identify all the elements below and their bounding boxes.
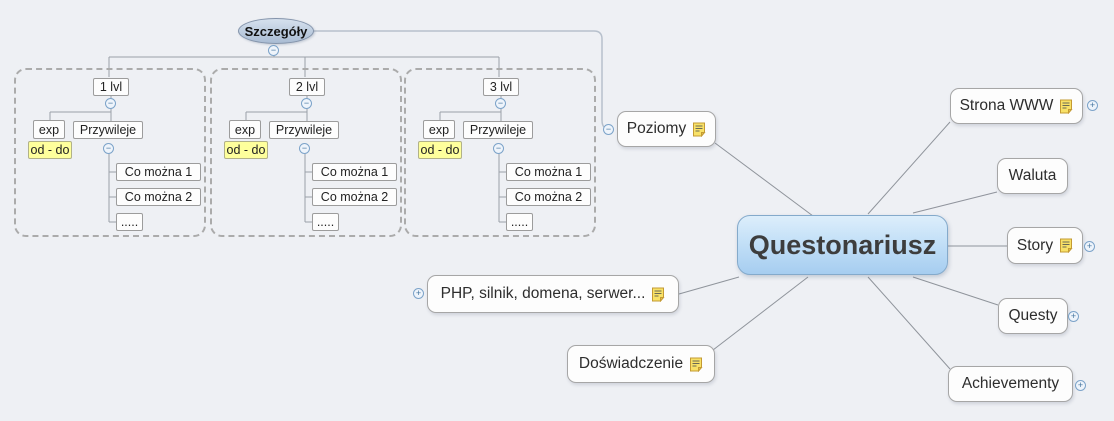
privilege-item[interactable]: .....	[116, 213, 143, 231]
privileges-collapse-toggle[interactable]: −	[493, 143, 504, 154]
szczegoly-collapse-toggle[interactable]: −	[268, 45, 279, 56]
minus-icon: −	[495, 143, 502, 153]
waluta-node[interactable]: Waluta	[997, 158, 1068, 194]
level-collapse-toggle[interactable]: −	[105, 98, 116, 109]
questy-expand-toggle[interactable]: +	[1068, 311, 1079, 322]
level-title-node[interactable]: 1 lvl	[93, 78, 129, 96]
privilege-item[interactable]: .....	[312, 213, 339, 231]
privileges-node[interactable]: Przywileje	[269, 121, 339, 139]
privilege-item[interactable]: Co można 2	[312, 188, 397, 206]
level-group-2[interactable]: 2 lvl − exp od - do Przywileje − Co możn…	[210, 68, 402, 237]
note-icon[interactable]	[692, 122, 706, 137]
privileges-label: Przywileje	[469, 123, 527, 137]
exp-label: exp	[428, 122, 450, 137]
questy-node[interactable]: Questy	[998, 298, 1068, 334]
privilege-item-label: Co można 1	[320, 165, 389, 179]
level-title-node[interactable]: 2 lvl	[289, 78, 325, 96]
exp-range-label: od - do	[226, 143, 266, 157]
privilege-item[interactable]: Co można 1	[506, 163, 591, 181]
strona-www-node[interactable]: Strona WWW	[950, 88, 1083, 124]
privileges-collapse-toggle[interactable]: −	[299, 143, 310, 154]
privilege-item[interactable]: Co można 1	[116, 163, 201, 181]
tree-lines	[245, 96, 312, 223]
php-expand-toggle[interactable]: +	[413, 288, 424, 299]
exp-range-node[interactable]: od - do	[224, 141, 268, 159]
plus-icon: +	[1077, 380, 1084, 390]
plus-icon: +	[1070, 311, 1077, 321]
exp-label: exp	[234, 122, 256, 137]
poziomy-label: Poziomy	[626, 120, 687, 137]
minus-icon: −	[301, 143, 308, 153]
privileges-label: Przywileje	[79, 123, 137, 137]
plus-icon: +	[415, 288, 422, 298]
plus-icon: +	[1089, 100, 1096, 110]
privileges-node[interactable]: Przywileje	[73, 121, 143, 139]
privilege-item[interactable]: .....	[506, 213, 533, 231]
doswiadczenie-label: Doświadczenie	[578, 355, 684, 372]
privilege-item[interactable]: Co można 2	[116, 188, 201, 206]
minus-icon: −	[497, 98, 504, 108]
tree-lines	[49, 96, 116, 223]
poziomy-node[interactable]: Poziomy	[617, 111, 716, 147]
strona-www-label: Strona WWW	[959, 97, 1054, 114]
note-icon[interactable]	[651, 287, 665, 302]
minus-icon: −	[270, 45, 277, 55]
privilege-item-label: Co można 1	[514, 165, 583, 179]
exp-label: exp	[38, 122, 60, 137]
exp-range-label: od - do	[420, 143, 460, 157]
detail-root-node[interactable]: Szczegóły	[238, 18, 314, 44]
privilege-item[interactable]: Co można 1	[312, 163, 397, 181]
waluta-label: Waluta	[1008, 167, 1057, 184]
level-collapse-toggle[interactable]: −	[495, 98, 506, 109]
minus-icon: −	[105, 143, 112, 153]
privileges-label: Przywileje	[275, 123, 333, 137]
exp-range-node[interactable]: od - do	[418, 141, 462, 159]
note-icon[interactable]	[689, 357, 703, 372]
level-title-label: 1 lvl	[99, 80, 123, 94]
minus-icon: −	[303, 98, 310, 108]
privileges-collapse-toggle[interactable]: −	[103, 143, 114, 154]
note-icon[interactable]	[1059, 238, 1073, 253]
poziomy-collapse-toggle[interactable]: −	[603, 124, 614, 135]
questy-label: Questy	[1008, 307, 1058, 324]
php-label: PHP, silnik, domena, serwer...	[440, 285, 646, 302]
minus-icon: −	[107, 98, 114, 108]
privilege-item[interactable]: Co można 2	[506, 188, 591, 206]
privilege-item-label: .....	[510, 215, 529, 229]
privilege-item-label: .....	[316, 215, 335, 229]
php-node[interactable]: PHP, silnik, domena, serwer...	[427, 275, 679, 313]
exp-node[interactable]: exp	[229, 120, 261, 139]
level-group-3[interactable]: 3 lvl − exp od - do Przywileje − Co możn…	[404, 68, 596, 237]
achievementy-node[interactable]: Achievementy	[948, 366, 1073, 402]
doswiadczenie-node[interactable]: Doświadczenie	[567, 345, 715, 383]
minus-icon: −	[605, 124, 612, 134]
note-icon[interactable]	[1059, 99, 1074, 114]
detail-root-label: Szczegóły	[244, 23, 308, 39]
exp-range-node[interactable]: od - do	[28, 141, 72, 159]
level-title-label: 3 lvl	[489, 80, 513, 94]
level-title-label: 2 lvl	[295, 80, 319, 94]
central-label: Questonariusz	[748, 229, 937, 260]
exp-node[interactable]: exp	[423, 120, 455, 139]
exp-range-label: od - do	[30, 143, 70, 157]
exp-node[interactable]: exp	[33, 120, 65, 139]
level-title-node[interactable]: 3 lvl	[483, 78, 519, 96]
privilege-item-label: .....	[120, 215, 139, 229]
central-node[interactable]: Questonariusz	[737, 215, 948, 275]
story-expand-toggle[interactable]: +	[1084, 241, 1095, 252]
achievementy-expand-toggle[interactable]: +	[1075, 380, 1086, 391]
plus-icon: +	[1086, 241, 1093, 251]
level-collapse-toggle[interactable]: −	[301, 98, 312, 109]
level-group-1[interactable]: 1 lvl − exp od - do Przywileje − Co możn…	[14, 68, 206, 237]
privilege-item-label: Co można 1	[124, 165, 193, 179]
story-label: Story	[1016, 236, 1054, 254]
privilege-item-label: Co można 2	[124, 190, 193, 204]
privileges-node[interactable]: Przywileje	[463, 121, 533, 139]
privilege-item-label: Co można 2	[514, 190, 583, 204]
privilege-item-label: Co można 2	[320, 190, 389, 204]
strona-www-expand-toggle[interactable]: +	[1087, 100, 1098, 111]
achievementy-label: Achievementy	[961, 375, 1060, 392]
story-node[interactable]: Story	[1007, 227, 1083, 264]
